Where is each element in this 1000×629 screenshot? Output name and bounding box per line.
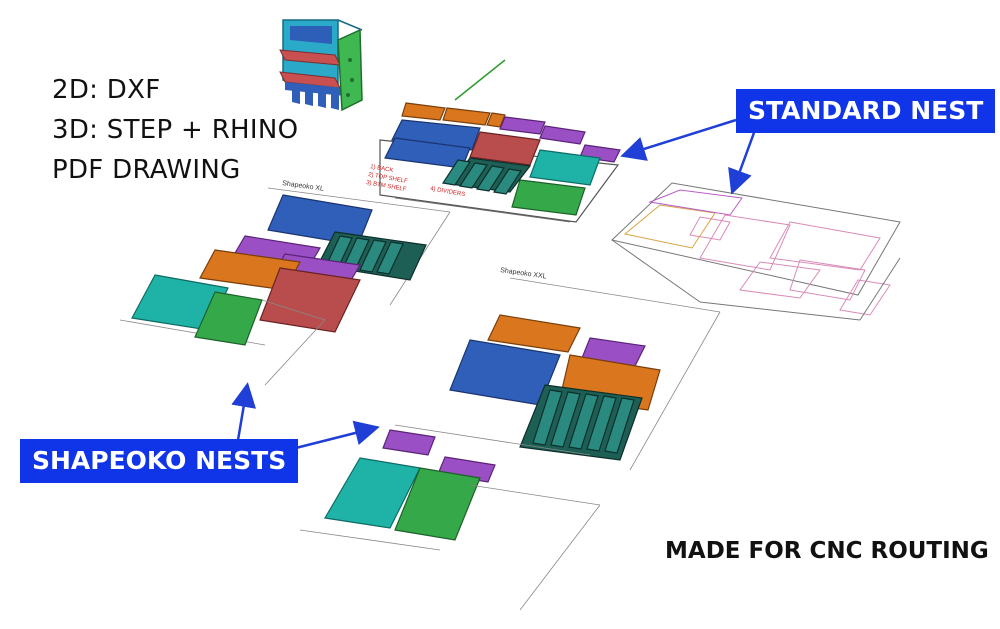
arrow-to-standard-outline: [728, 129, 757, 195]
svg-text:4) DIVIDERS: 4) DIVIDERS: [430, 186, 466, 198]
made-for-cnc-caption: MADE FOR CNC ROUTING: [665, 538, 989, 564]
standard-nest-outline: [610, 182, 901, 321]
format-line-step-rhino: 3D: STEP + RHINO: [52, 115, 299, 145]
format-line-dxf: 2D: DXF: [52, 75, 161, 105]
arrow-to-standard-nest: [620, 118, 737, 161]
shapeoko-nests-callout: SHAPEOKO NESTS: [20, 439, 299, 483]
file-formats-list: 2D: DXF 3D: STEP + RHINO PDF DRAWING: [52, 70, 298, 190]
standard-nest-colored: 1) BACK 2) TOP SHELF 3) BTM SHELF 4) DIV…: [366, 102, 621, 223]
format-line-pdf: PDF DRAWING: [52, 155, 241, 185]
shelf-3d-model: [279, 19, 363, 112]
shapeoko-xxl-label: Shapeoko XXL: [500, 267, 547, 280]
arrow-to-shapeoko-xl: [231, 382, 256, 441]
svg-text:1) BACK: 1) BACK: [370, 164, 394, 174]
guide-line: [454, 59, 506, 101]
shapeoko-xxl-nest: Shapeoko XXL: [299, 267, 721, 611]
standard-nest-callout: STANDARD NEST: [736, 89, 996, 133]
shapeoko-xl-nest: Shapeoko XL: [119, 180, 451, 386]
